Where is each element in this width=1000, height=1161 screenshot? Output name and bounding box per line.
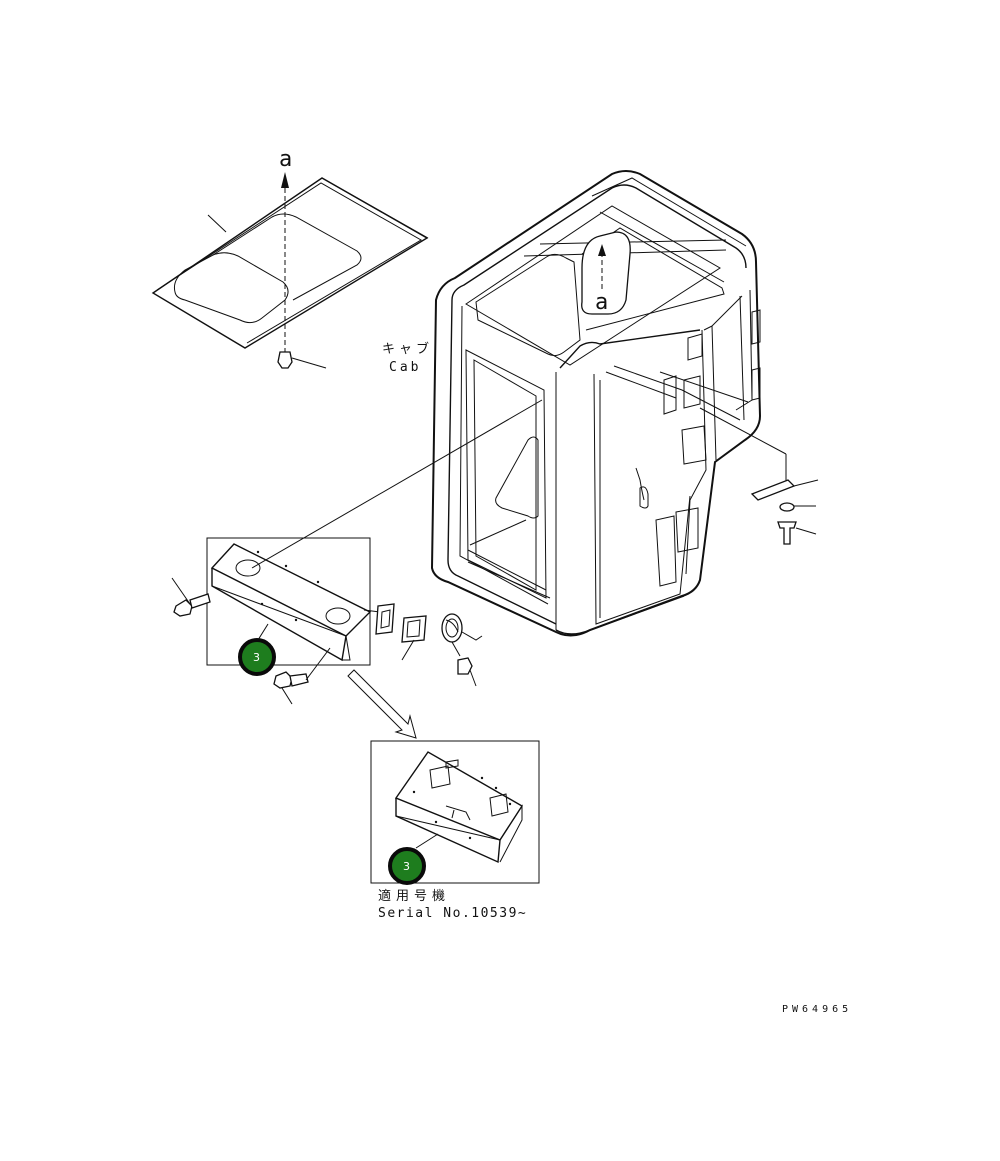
panel-bolt-bottom <box>273 647 331 705</box>
cab-label-en: Cab <box>389 360 421 375</box>
inset-box-after <box>370 740 540 884</box>
callout-number: 3 <box>403 860 410 873</box>
roof-panel <box>151 177 429 349</box>
callout-3-after: 3 <box>388 833 439 885</box>
cab-body <box>430 170 762 637</box>
drawing-code: PW64965 <box>782 1004 852 1015</box>
view-marker-top: a <box>279 147 292 172</box>
right-fasteners <box>699 407 819 545</box>
serial-label-en: Serial No.10539~ <box>378 906 527 921</box>
cab-label-jp: キャブ <box>382 341 433 357</box>
side-mirror: a <box>581 231 631 315</box>
callout-3-before: 3 <box>238 623 276 676</box>
view-arrow-top: a <box>279 147 292 352</box>
panel-bolt-left <box>171 577 211 617</box>
inset-box-before <box>206 537 372 666</box>
callout-number: 3 <box>253 651 260 664</box>
view-marker-cab: a <box>595 290 608 315</box>
switch-parts <box>363 603 483 687</box>
inset-leader <box>251 399 543 569</box>
serial-label-jp: 適用号機 <box>378 888 450 904</box>
roof-bolt <box>277 351 327 369</box>
replacement-arrow <box>347 669 417 739</box>
